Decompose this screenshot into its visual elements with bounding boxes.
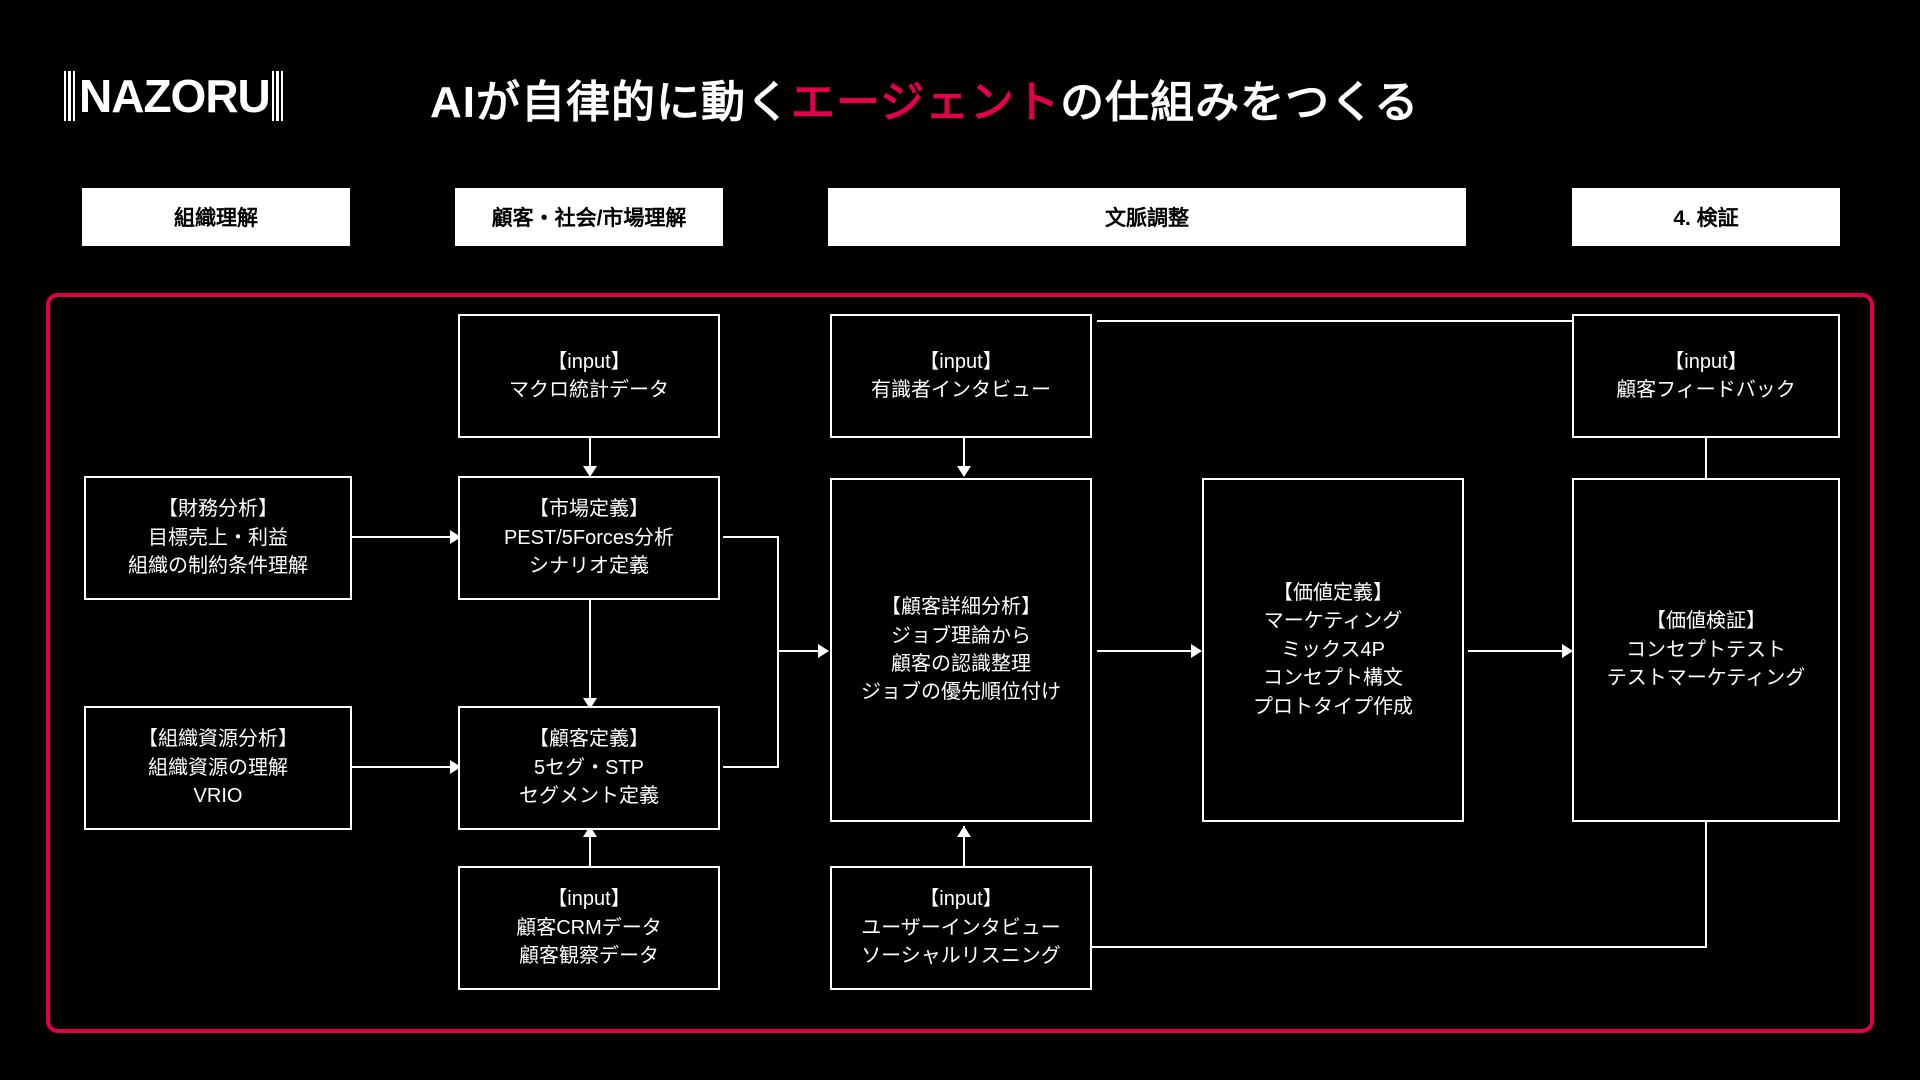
node-market-definition[interactable]: 【市場定義】 PEST/5Forces分析 シナリオ定義 xyxy=(458,476,720,600)
edge-market-to-customerdef xyxy=(589,598,591,708)
node-customer-detail-analysis[interactable]: 【顧客詳細分析】 ジョブ理論から 顧客の認識整理 ジョブの優先順位付け xyxy=(830,478,1092,822)
arrowhead-bus-to-customerdetail-icon xyxy=(818,644,829,658)
edge-macroinput-to-market xyxy=(589,438,591,476)
node-customer-definition[interactable]: 【顧客定義】 5セグ・STP セグメント定義 xyxy=(458,706,720,830)
node-macro-input-line1: 【input】 xyxy=(547,350,631,373)
edge-crminput-to-customerdef xyxy=(589,826,591,866)
node-customer-definition-line3: セグメント定義 xyxy=(519,785,659,808)
node-finance-analysis-line1: 【財務分析】 xyxy=(158,498,278,521)
node-organization-resource-line3: VRIO xyxy=(193,785,243,808)
node-expert-input-line1: 【input】 xyxy=(919,350,1003,373)
node-customer-definition-line2: 5セグ・STP xyxy=(533,756,645,779)
node-crm-input[interactable]: 【input】 顧客CRMデータ 顧客観察データ xyxy=(458,866,720,990)
node-crm-input-line2: 顧客CRMデータ xyxy=(516,916,662,939)
node-value-validation-line3: テストマーケティング xyxy=(1606,667,1806,690)
page-title-accent: エージェント xyxy=(791,78,1061,127)
page-title: AIが自律的に動くエージェントの仕組みをつくる xyxy=(430,66,1419,130)
arrowhead-crminput-to-customerdef-icon xyxy=(583,826,597,837)
stage-header-validation: 4. 検証 xyxy=(1572,188,1840,246)
node-market-definition-line3: シナリオ定義 xyxy=(529,555,649,578)
node-crm-input-line1: 【input】 xyxy=(547,888,631,911)
stage-header-organization: 組織理解 xyxy=(82,188,350,246)
node-user-input-line3: ソーシャルリスニング xyxy=(861,945,1061,968)
stage-header-context: 文脈調整 xyxy=(828,188,1466,246)
node-value-validation-line1: 【価値検証】 xyxy=(1646,610,1766,633)
node-value-definition-line3: ミックス4P xyxy=(1281,638,1385,661)
node-value-definition-line1: 【価値定義】 xyxy=(1273,582,1393,605)
stage-header-market: 顧客・社会/市場理解 xyxy=(455,188,723,246)
edge-customerdetail-to-valuedef xyxy=(1097,650,1193,652)
edge-expertinput-to-customerdetail xyxy=(963,438,965,476)
arrowhead-expertinput-to-customerdetail-icon xyxy=(957,466,971,477)
node-value-definition[interactable]: 【価値定義】 マーケティング ミックス4P コンセプト構文 プロトタイプ作成 xyxy=(1202,478,1464,822)
node-value-definition-line4: コンセプト構文 xyxy=(1263,667,1403,690)
node-finance-analysis-line2: 目標売上・利益 xyxy=(148,526,288,549)
page-title-part1: AIが自律的に動く xyxy=(430,78,791,127)
node-organization-resource[interactable]: 【組織資源分析】 組織資源の理解 VRIO xyxy=(84,706,352,830)
edge-customerdef-to-bus xyxy=(723,766,779,768)
node-customer-detail-analysis-line2: ジョブ理論から xyxy=(891,624,1031,647)
node-macro-input[interactable]: 【input】 マクロ統計データ xyxy=(458,314,720,438)
node-feedback-input[interactable]: 【input】 顧客フィードバック xyxy=(1572,314,1840,438)
brand-logo: NAZORU xyxy=(64,64,285,128)
edge-valuetest-return-down xyxy=(1705,818,1707,948)
page-title-part2: の仕組みをつくる xyxy=(1060,78,1420,127)
node-user-input-line2: ユーザーインタビュー xyxy=(861,916,1061,939)
diagram-frame xyxy=(46,293,1874,1033)
edge-feedback-to-expertinput xyxy=(1097,320,1572,322)
edge-valuedef-to-valuetest xyxy=(1468,650,1564,652)
edge-orgres-to-customerdef xyxy=(352,766,452,768)
edge-finance-to-market xyxy=(352,536,452,538)
node-market-definition-line1: 【市場定義】 xyxy=(529,498,649,521)
node-value-validation-line2: コンセプトテスト xyxy=(1626,638,1786,661)
node-value-validation[interactable]: 【価値検証】 コンセプトテスト テストマーケティング xyxy=(1572,478,1840,822)
node-user-input[interactable]: 【input】 ユーザーインタビュー ソーシャルリスニング xyxy=(830,866,1092,990)
arrowhead-userinput-to-customerdetail-icon xyxy=(957,826,971,837)
edge-market-to-bus xyxy=(723,536,779,538)
arrowhead-market-to-customerdef-icon xyxy=(583,698,597,709)
node-customer-detail-analysis-line4: ジョブの優先順位付け xyxy=(861,681,1061,704)
node-customer-detail-analysis-line1: 【顧客詳細分析】 xyxy=(881,596,1041,619)
node-customer-detail-analysis-line3: 顧客の認識整理 xyxy=(891,653,1031,675)
arrowhead-valuedef-to-valuetest-icon xyxy=(1562,644,1573,658)
node-market-definition-line2: PEST/5Forces分析 xyxy=(503,526,675,549)
edge-userinput-to-customerdetail xyxy=(963,826,965,866)
arrowhead-orgres-to-customerdef-icon xyxy=(450,760,461,774)
logo-bars-right-icon xyxy=(271,71,285,121)
brand-name: NAZORU xyxy=(79,70,271,122)
node-feedback-input-line2: 顧客フィードバック xyxy=(1616,379,1796,401)
node-organization-resource-line2: 組織資源の理解 xyxy=(148,756,288,779)
node-expert-input-line2: 有識者インタビュー xyxy=(871,379,1051,401)
node-feedback-input-line1: 【input】 xyxy=(1664,350,1748,373)
node-value-definition-line5: プロトタイプ作成 xyxy=(1253,695,1413,718)
edge-return-horizontal xyxy=(963,946,1707,948)
node-organization-resource-line1: 【組織資源分析】 xyxy=(138,728,298,751)
node-macro-input-line2: マクロ統計データ xyxy=(509,379,669,401)
node-finance-analysis[interactable]: 【財務分析】 目標売上・利益 組織の制約条件理解 xyxy=(84,476,352,600)
arrowhead-customerdetail-to-valuedef-icon xyxy=(1191,644,1202,658)
arrowhead-macroinput-to-market-icon xyxy=(583,466,597,477)
logo-bars-left-icon xyxy=(64,71,77,121)
node-expert-input[interactable]: 【input】 有識者インタビュー xyxy=(830,314,1092,438)
node-customer-definition-line1: 【顧客定義】 xyxy=(529,728,649,751)
node-crm-input-line3: 顧客観察データ xyxy=(519,945,659,968)
edge-bus-to-customerdetail xyxy=(777,650,821,652)
node-user-input-line1: 【input】 xyxy=(919,888,1003,911)
node-finance-analysis-line3: 組織の制約条件理解 xyxy=(128,555,308,578)
node-value-definition-line2: マーケティング xyxy=(1263,610,1403,633)
arrowhead-finance-to-market-icon xyxy=(450,530,461,544)
